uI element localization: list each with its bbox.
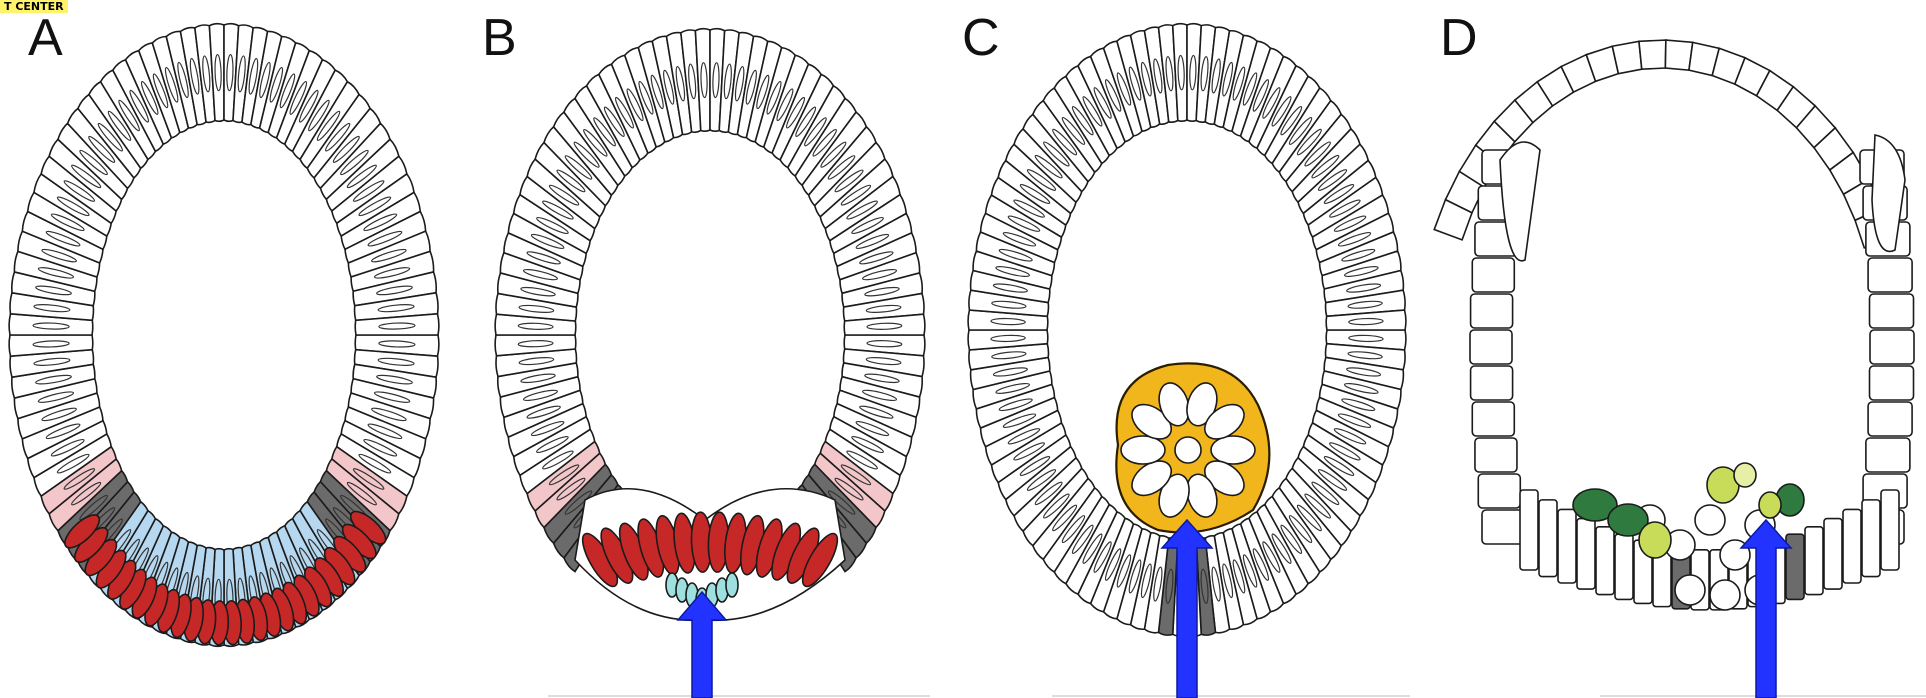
cluster-cell (1211, 436, 1255, 464)
bottom-cell (1558, 509, 1576, 583)
side-cell-left (1471, 366, 1513, 400)
bottom-cell (1577, 519, 1595, 589)
bottom-cell (1539, 500, 1557, 577)
lime-cell (1759, 492, 1781, 518)
side-cell-left (1478, 474, 1520, 508)
bottom-cell (1843, 509, 1861, 583)
side-cell-left (1472, 402, 1514, 436)
side-cell-left (1482, 510, 1524, 544)
squamous-cell (1612, 41, 1641, 73)
invaginating-cell (726, 573, 738, 597)
side-cell-left (1472, 258, 1514, 292)
bottom-cell (1520, 490, 1538, 570)
panel-label-c: C (962, 9, 1000, 67)
bottom-cell (1596, 527, 1614, 595)
mesenchyme-cell (1675, 575, 1705, 605)
panel-label-a: A (28, 9, 63, 67)
mesenchyme-cell (1710, 580, 1740, 610)
side-cell-left (1471, 294, 1513, 328)
up-arrow-icon (1741, 520, 1791, 698)
bottom-cell (1615, 534, 1633, 599)
bottom-cell (1824, 519, 1842, 589)
side-cell-right (1870, 330, 1914, 364)
side-cell-right (1870, 294, 1914, 328)
panel-label-d: D (1440, 9, 1478, 67)
mesenchyme-cell (1695, 505, 1725, 535)
panel-a (9, 24, 439, 647)
light-green-cell (1734, 463, 1756, 487)
side-cell-left (1470, 330, 1512, 364)
side-cell-right (1866, 438, 1910, 472)
side-cell-left (1475, 438, 1517, 472)
squamous-cell (1639, 40, 1666, 69)
bottom-cell (1862, 500, 1880, 577)
side-cell-right (1870, 366, 1914, 400)
squamous-cell (1665, 40, 1692, 70)
bottom-cell (1881, 490, 1899, 570)
cluster-cell (1121, 436, 1165, 464)
cluster-center-cell (1175, 437, 1201, 463)
side-cell-right (1868, 258, 1912, 292)
panel-b (495, 29, 925, 621)
panel-label-b: B (482, 9, 517, 67)
lime-cell (1639, 522, 1671, 558)
panel-d (1434, 40, 1914, 610)
side-cell-right (1868, 402, 1912, 436)
bottom-cell (1805, 527, 1823, 595)
bottom-cell (1786, 534, 1804, 599)
